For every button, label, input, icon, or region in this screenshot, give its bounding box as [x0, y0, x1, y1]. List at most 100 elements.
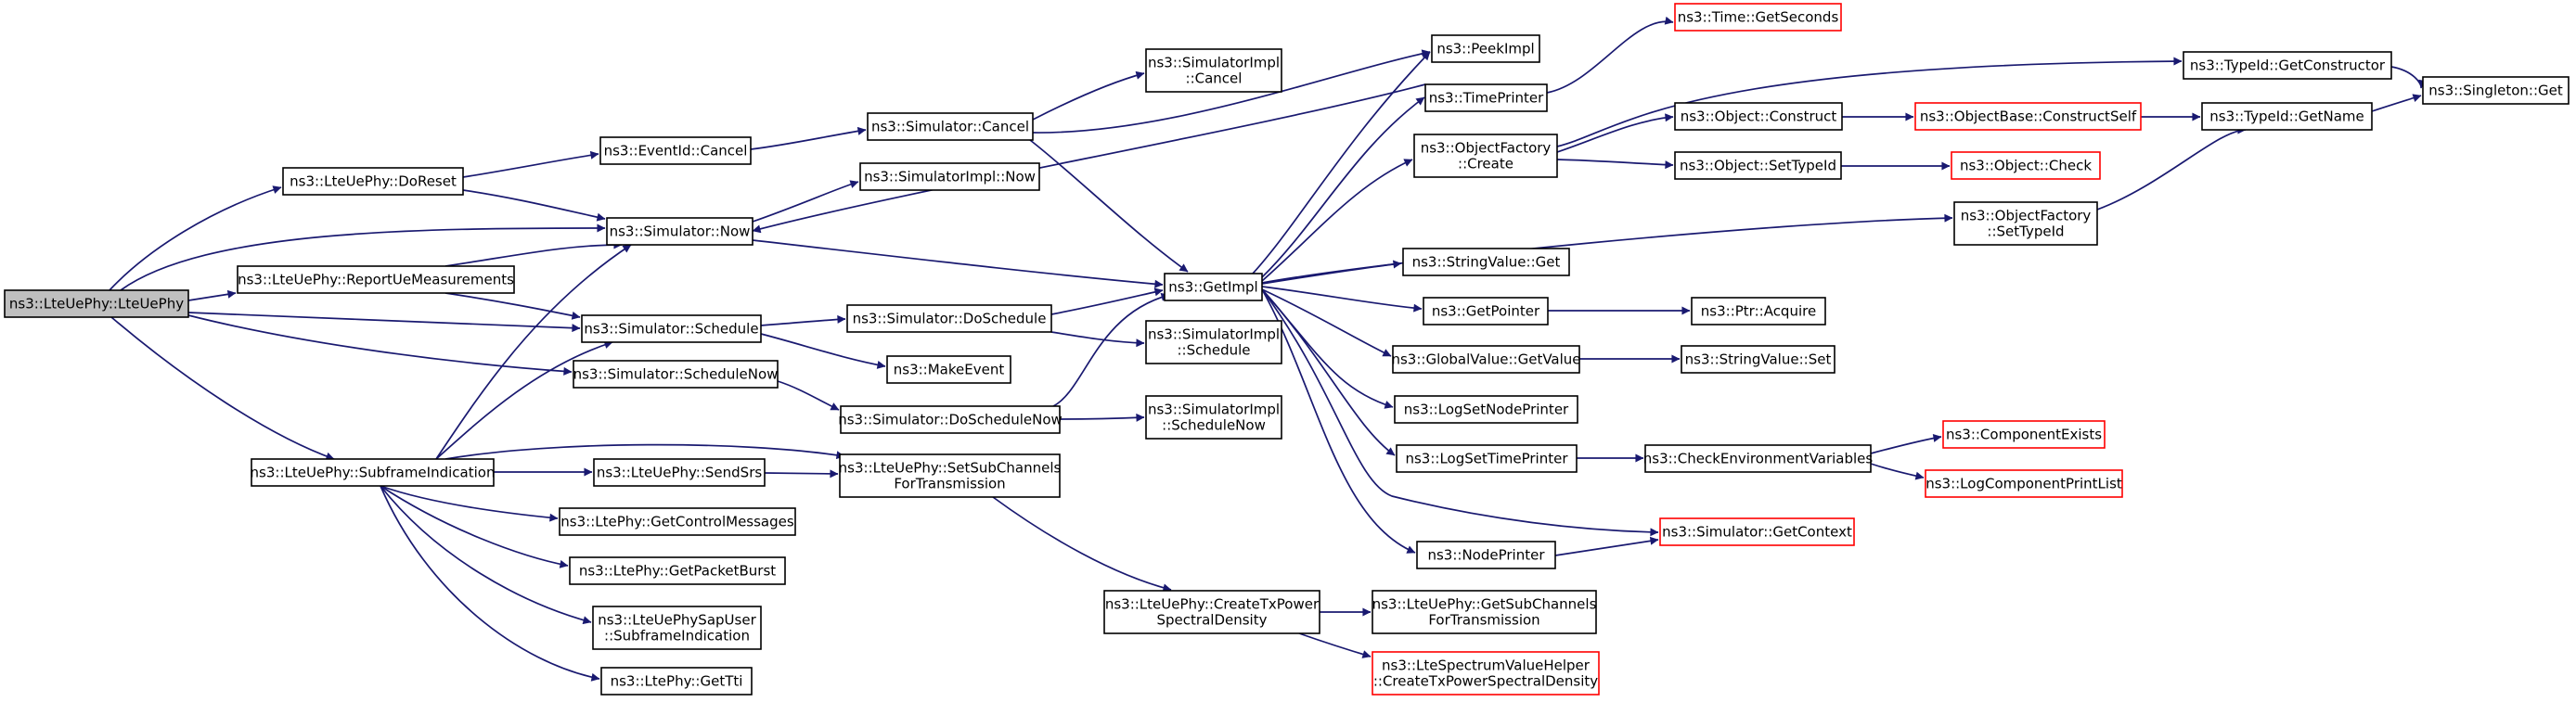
function-node-simnow[interactable]: ns3::Simulator::Now [606, 217, 753, 246]
function-node-box[interactable] [846, 304, 1052, 333]
function-node-eventcancel[interactable]: ns3::EventId::Cancel [599, 136, 752, 165]
function-node-box[interactable] [1659, 517, 1855, 546]
function-node-getsubch[interactable]: ns3::LteUePhy::GetSubChannelsForTransmis… [1372, 590, 1597, 634]
function-node-box[interactable] [1145, 48, 1282, 93]
function-node-getpkt[interactable]: ns3::LtePhy::GetPacketBurst [569, 556, 786, 585]
function-node-logcomponentprintlist[interactable]: ns3::LogComponentPrintList [1925, 469, 2123, 498]
function-node-implschedulenow[interactable]: ns3::SimulatorImpl::ScheduleNow [1145, 395, 1282, 440]
function-node-box[interactable] [1681, 345, 1835, 374]
function-node-box[interactable] [1951, 151, 2101, 180]
function-node-doreset[interactable]: ns3::LteUePhy::DoReset [282, 167, 464, 196]
function-node-box[interactable] [1394, 395, 1578, 424]
function-node-box[interactable] [1402, 248, 1570, 276]
function-node-timegetseconds[interactable]: ns3::Time::GetSeconds [1674, 3, 1842, 32]
function-node-getpointer[interactable]: ns3::GetPointer [1423, 297, 1549, 325]
function-node-box[interactable] [1372, 590, 1597, 634]
function-node-box[interactable] [569, 556, 786, 585]
function-node-box[interactable] [886, 355, 1011, 384]
function-node-box[interactable] [1392, 345, 1580, 374]
function-node-getctrl[interactable]: ns3::LtePhy::GetControlMessages [559, 507, 796, 536]
function-node-box[interactable] [1674, 151, 1842, 180]
function-node-objsettypeid[interactable]: ns3::Object::SetTypeId [1674, 151, 1842, 180]
function-node-box[interactable] [573, 360, 779, 389]
function-node-reportue[interactable]: ns3::LteUePhy::ReportUeMeasurements [237, 265, 515, 294]
function-node-ltespectrum[interactable]: ns3::LteSpectrumValueHelper::CreateTxPow… [1372, 651, 1600, 696]
function-node-nodeprinter[interactable]: ns3::NodePrinter [1416, 541, 1556, 569]
function-node-sapuser[interactable]: ns3::LteUePhySapUser::SubframeIndication [592, 606, 762, 650]
function-node-componentexists[interactable]: ns3::ComponentExists [1942, 420, 2106, 449]
function-node-checkenv[interactable]: ns3::CheckEnvironmentVariables [1643, 444, 1874, 473]
function-node-box[interactable] [282, 167, 464, 196]
function-node-sendsrs[interactable]: ns3::LteUePhy::SendSrs [593, 458, 766, 487]
function-node-box[interactable] [1164, 273, 1263, 301]
function-node-globalvalue[interactable]: ns3::GlobalValue::GetValue [1391, 345, 1581, 374]
function-node-box[interactable] [867, 112, 1034, 141]
function-node-ptracquire[interactable]: ns3::Ptr::Acquire [1691, 297, 1826, 325]
function-node-implschedule[interactable]: ns3::SimulatorImpl::Schedule [1145, 320, 1282, 364]
function-node-box[interactable] [2201, 102, 2373, 131]
function-node-box[interactable] [1145, 320, 1282, 364]
function-node-box[interactable] [4, 289, 189, 318]
function-node-box[interactable] [1416, 541, 1556, 569]
function-node-box[interactable] [1103, 590, 1320, 634]
function-node-box[interactable] [1431, 34, 1540, 63]
function-node-box[interactable] [1396, 444, 1578, 473]
function-node-lognodeprinter[interactable]: ns3::LogSetNodePrinter [1394, 395, 1578, 424]
function-node-box[interactable] [600, 667, 753, 696]
function-node-simgetcontext[interactable]: ns3::Simulator::GetContext [1659, 517, 1855, 546]
function-node-box[interactable] [1691, 297, 1826, 325]
function-node-doschedule[interactable]: ns3::Simulator::DoSchedule [846, 304, 1052, 333]
function-node-createtx[interactable]: ns3::LteUePhy::CreateTxPowerSpectralDens… [1103, 590, 1320, 634]
function-node-setsubch[interactable]: ns3::LteUePhy::SetSubChannelsForTransmis… [839, 453, 1062, 498]
function-node-implcancel[interactable]: ns3::SimulatorImpl::Cancel [1145, 48, 1282, 93]
function-node-makeevent[interactable]: ns3::MakeEvent [886, 355, 1011, 384]
function-node-objbaseconstruct[interactable]: ns3::ObjectBase::ConstructSelf [1914, 102, 2142, 131]
function-node-objconstruct[interactable]: ns3::Object::Construct [1674, 102, 1843, 131]
function-node-simschedule[interactable]: ns3::Simulator::Schedule [581, 314, 762, 343]
function-node-objfactcreate[interactable]: ns3::ObjectFactory::Create [1413, 134, 1558, 178]
function-node-box[interactable] [592, 606, 762, 650]
function-node-gettti[interactable]: ns3::LtePhy::GetTti [600, 667, 753, 696]
function-node-box[interactable] [1145, 395, 1282, 440]
function-node-box[interactable] [1424, 83, 1548, 112]
function-node-box[interactable] [859, 162, 1040, 191]
function-node-subframe[interactable]: ns3::LteUePhy::SubframeIndication [251, 458, 496, 487]
function-node-timeprinter[interactable]: ns3::TimePrinter [1424, 83, 1548, 112]
function-node-stringvalueset[interactable]: ns3::StringValue::Set [1681, 345, 1835, 374]
function-node-box[interactable] [599, 136, 752, 165]
function-node-doschedulenow[interactable]: ns3::Simulator::DoScheduleNow [838, 405, 1063, 434]
function-node-logtimeprinter[interactable]: ns3::LogSetTimePrinter [1396, 444, 1578, 473]
function-node-peekimpl[interactable]: ns3::PeekImpl [1431, 34, 1540, 63]
function-node-box[interactable] [1413, 134, 1558, 178]
function-node-simschedulenow[interactable]: ns3::Simulator::ScheduleNow [573, 360, 779, 389]
function-node-root[interactable]: ns3::LteUePhy::LteUePhy [4, 289, 189, 318]
function-node-box[interactable] [606, 217, 753, 246]
function-node-box[interactable] [1953, 201, 2098, 246]
function-node-box[interactable] [251, 458, 495, 487]
function-node-box[interactable] [839, 453, 1061, 498]
function-node-box[interactable] [1925, 469, 2123, 498]
function-node-box[interactable] [1942, 420, 2106, 449]
function-node-typeidgetctor[interactable]: ns3::TypeId::GetConstructor [2183, 51, 2392, 80]
function-node-box[interactable] [581, 314, 762, 343]
function-node-singletonget[interactable]: ns3::Singleton::Get [2422, 76, 2570, 105]
function-node-objcheck[interactable]: ns3::Object::Check [1951, 151, 2101, 180]
function-node-box[interactable] [1423, 297, 1549, 325]
function-node-box[interactable] [1674, 102, 1843, 131]
function-node-box[interactable] [1372, 651, 1600, 696]
function-node-simcancel[interactable]: ns3::Simulator::Cancel [867, 112, 1034, 141]
function-node-box[interactable] [840, 405, 1061, 434]
function-node-stringvalueget[interactable]: ns3::StringValue::Get [1402, 248, 1570, 276]
function-node-getimpl[interactable]: ns3::GetImpl [1164, 273, 1263, 301]
function-node-box[interactable] [593, 458, 766, 487]
function-node-box[interactable] [1914, 102, 2142, 131]
function-node-box[interactable] [1644, 444, 1872, 473]
function-node-box[interactable] [237, 265, 515, 294]
function-node-box[interactable] [2183, 51, 2392, 80]
function-node-box[interactable] [559, 507, 796, 536]
function-node-box[interactable] [2422, 76, 2570, 105]
function-node-objfactsettypeid[interactable]: ns3::ObjectFactory::SetTypeId [1953, 201, 2098, 246]
function-node-typeidgetname[interactable]: ns3::TypeId::GetName [2201, 102, 2373, 131]
function-node-box[interactable] [1674, 3, 1842, 32]
function-node-implnow[interactable]: ns3::SimulatorImpl::Now [859, 162, 1040, 191]
